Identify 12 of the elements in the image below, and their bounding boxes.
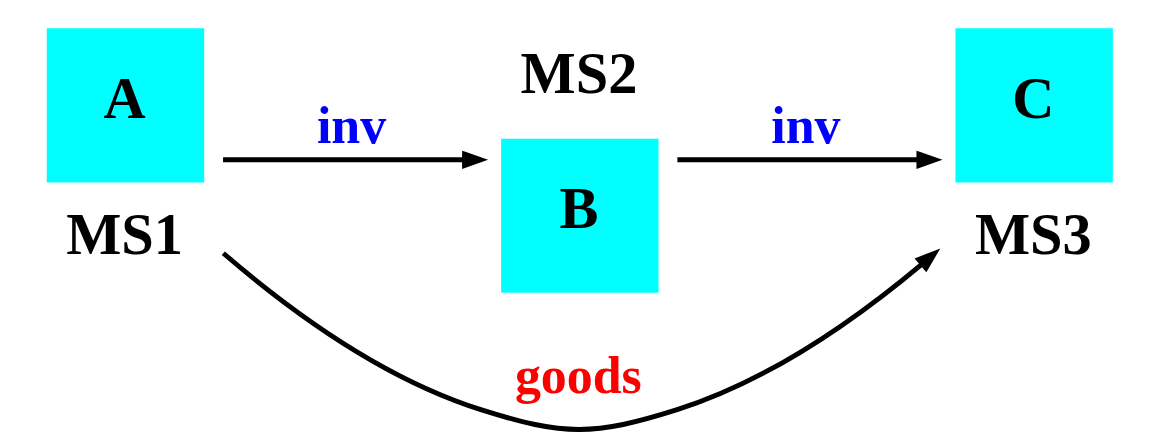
node-label: MS3 <box>974 201 1092 267</box>
edge-label: inv <box>770 96 841 154</box>
edge-label: goods <box>514 346 642 404</box>
arrow <box>222 150 488 169</box>
arrow <box>676 150 942 169</box>
edge-label: inv <box>316 96 386 154</box>
node-box: A <box>46 28 204 183</box>
node-box: B <box>500 138 658 293</box>
node-label: MS1 <box>65 201 183 267</box>
node-box: C <box>954 28 1113 183</box>
node-label: MS2 <box>520 40 637 106</box>
arrow <box>221 248 940 432</box>
